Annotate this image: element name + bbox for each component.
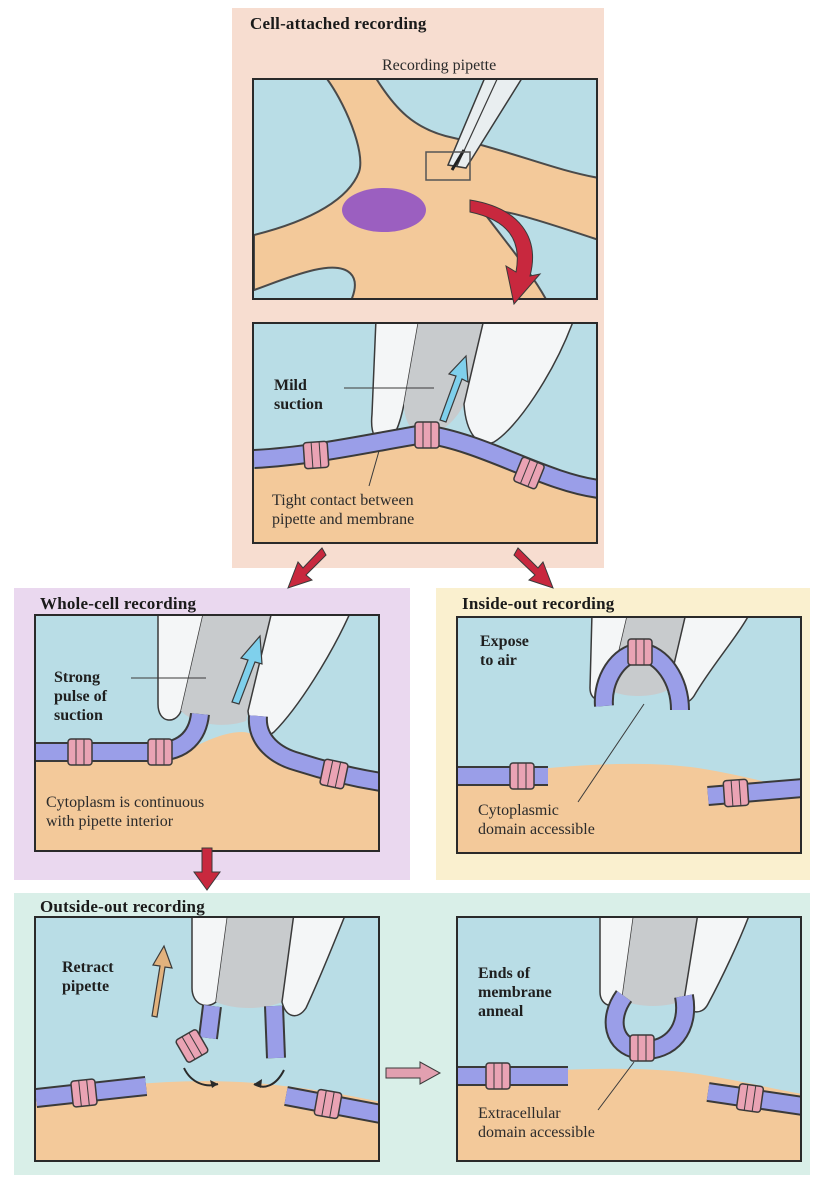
arrow-to-outside-out bbox=[194, 848, 220, 890]
arrow-to-whole-cell bbox=[288, 548, 326, 588]
arrow-to-inside-out bbox=[514, 548, 553, 588]
curved-arrow-red bbox=[470, 200, 540, 304]
arrow-to-annealed bbox=[386, 1062, 440, 1084]
